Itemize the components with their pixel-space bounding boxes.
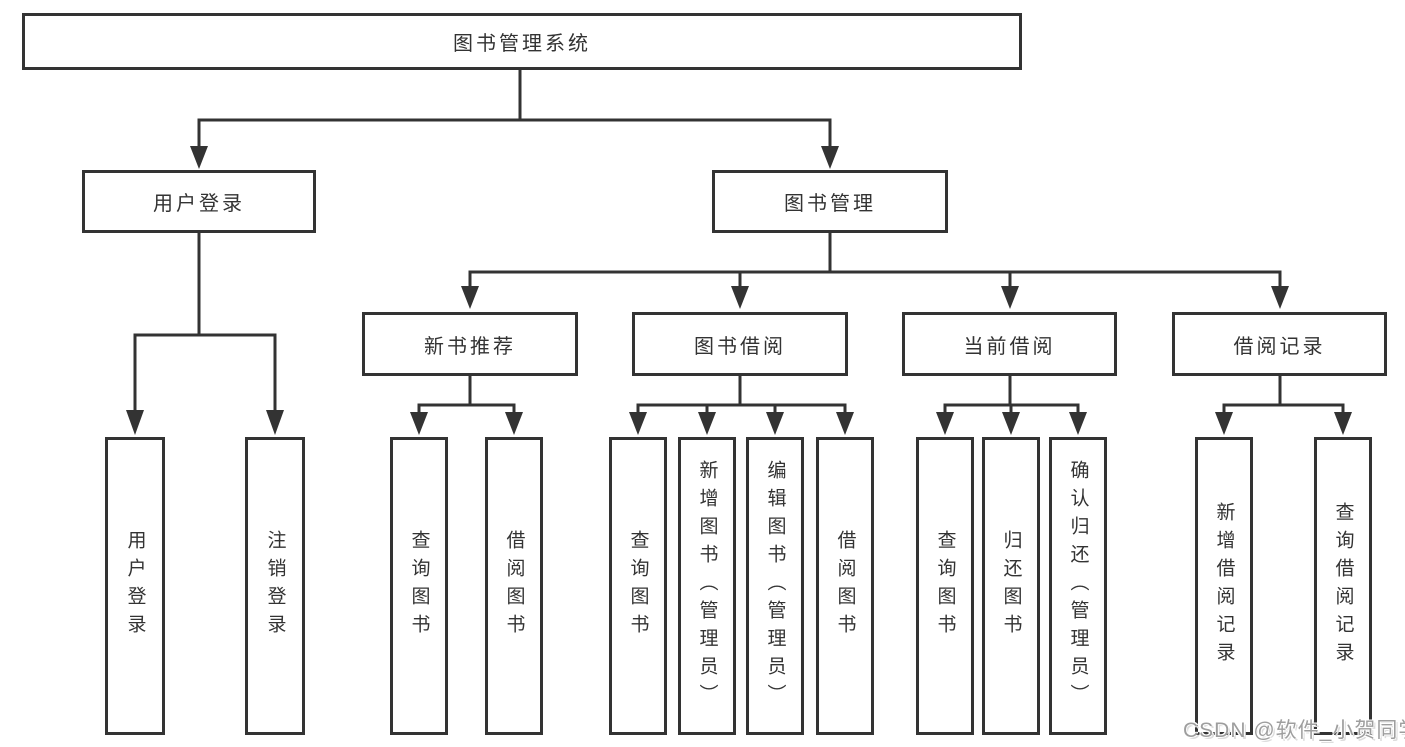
leaf-label: 注销登录 [264,530,286,642]
leaf-label: 用户登录 [124,530,146,642]
leaf-query-books-2: 查询图书 [609,437,667,735]
leaf-label: 查询图书 [627,530,649,642]
node-book-management: 图书管理 [712,170,948,233]
leaf-label: 查询借阅记录 [1332,502,1354,670]
leaf-label: 查询图书 [408,530,430,642]
leaf-add-book-admin: 新增图书（管理员） [678,437,736,735]
leaf-return-book: 归还图书 [982,437,1040,735]
leaf-logout: 注销登录 [245,437,305,735]
leaf-label: 确认归还（管理员） [1067,460,1089,712]
leaf-add-borrow-record: 新增借阅记录 [1195,437,1253,735]
leaf-query-books-1: 查询图书 [390,437,448,735]
node-current-borrow: 当前借阅 [902,312,1117,376]
leaf-user-login: 用户登录 [105,437,165,735]
leaf-borrow-books-2: 借阅图书 [816,437,874,735]
leaf-query-borrow-record: 查询借阅记录 [1314,437,1372,735]
leaf-query-books-3: 查询图书 [916,437,974,735]
node-user-login: 用户登录 [82,170,316,233]
leaf-edit-book-admin: 编辑图书（管理员） [746,437,804,735]
leaf-borrow-books-1: 借阅图书 [485,437,543,735]
leaf-label: 归还图书 [1000,530,1022,642]
leaf-label: 编辑图书（管理员） [764,460,786,712]
node-borrow-records: 借阅记录 [1172,312,1387,376]
node-root-system: 图书管理系统 [22,13,1022,70]
leaf-label: 查询图书 [934,530,956,642]
node-book-borrow: 图书借阅 [632,312,848,376]
csdn-watermark: CSDN @软件_小贺同学 [1183,719,1405,742]
node-new-book-recommend: 新书推荐 [362,312,578,376]
leaf-label: 新增图书（管理员） [696,460,718,712]
leaf-label: 新增借阅记录 [1213,502,1235,670]
leaf-confirm-return-admin: 确认归还（管理员） [1049,437,1107,735]
leaf-label: 借阅图书 [834,530,856,642]
leaf-label: 借阅图书 [503,530,525,642]
